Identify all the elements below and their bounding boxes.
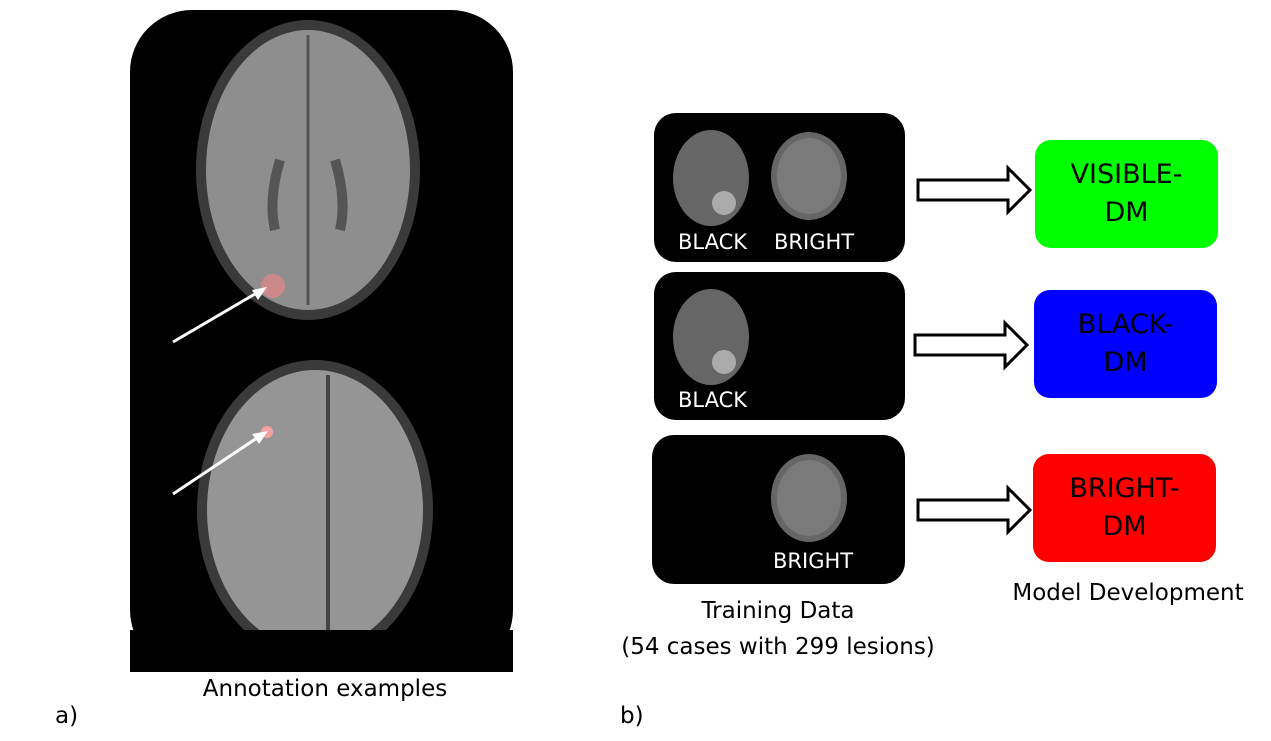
- model-black-dm: BLACK- DM: [1034, 290, 1217, 398]
- input-label-bright: BRIGHT: [773, 549, 854, 573]
- brain-mri-axial-top: [196, 20, 420, 320]
- brain-mri-black-thumbnail: [673, 289, 749, 385]
- training-caption-subtitle: (54 cases with 299 lesions): [621, 634, 935, 660]
- input-label-black: BLACK: [678, 230, 748, 254]
- panel-a-label: a): [55, 703, 79, 729]
- model-visible-dm: VISIBLE- DM: [1035, 140, 1218, 248]
- model-development-caption: Model Development: [1012, 580, 1244, 606]
- annotation-brain-images: [130, 20, 513, 672]
- model-bright-dm: BRIGHT- DM: [1033, 454, 1216, 562]
- brain-mri-bright-thumbnail: [771, 132, 847, 220]
- training-box-visible: BLACK BRIGHT: [654, 113, 905, 262]
- training-caption-title: Training Data: [701, 598, 855, 624]
- annotation-caption: Annotation examples: [202, 676, 448, 702]
- brain-mri-black-thumbnail: [673, 130, 749, 226]
- training-box-bright: BRIGHT: [652, 435, 905, 584]
- flow-arrows: [913, 164, 1033, 536]
- panel-b-label: b): [620, 703, 644, 729]
- input-label-black: BLACK: [678, 388, 748, 412]
- arrow-right-icon: [916, 164, 1033, 216]
- brain-mri-axial-bottom: [130, 360, 513, 672]
- training-box-black: BLACK: [654, 272, 905, 420]
- arrow-right-icon: [916, 484, 1033, 536]
- lesion-arrow-bottom: [172, 434, 261, 496]
- lesion-arrow-top: [172, 289, 261, 344]
- input-label-bright: BRIGHT: [774, 230, 855, 254]
- brain-mri-bright-thumbnail: [771, 454, 847, 542]
- arrow-right-icon: [913, 319, 1030, 371]
